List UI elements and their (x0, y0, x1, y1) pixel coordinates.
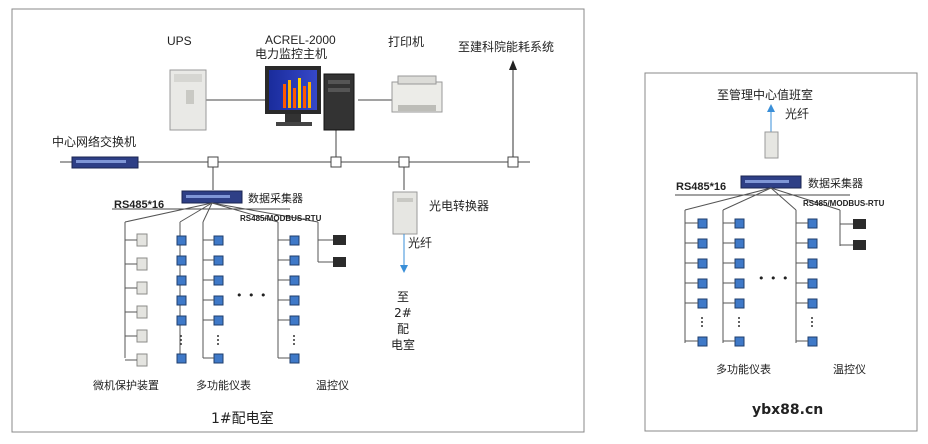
host-subtitle: 电力监控主机 (255, 47, 328, 61)
right-fiber-label: 光纤 (785, 107, 810, 121)
data-collector-icon (181, 190, 243, 204)
right-meter-ellipsis: • • • (758, 272, 790, 285)
right-meter-label: 多功能仪表 (716, 363, 771, 376)
room2-frame (644, 72, 918, 432)
right-rs485-count-label: RS485*16 (676, 181, 727, 193)
room1-title: 1#配电室 (211, 411, 274, 427)
ups-icon (169, 69, 207, 131)
to-room2-line1: 至 (396, 290, 409, 304)
to-room2-line3: 配 (396, 322, 409, 336)
fiber-label: 光纤 (408, 236, 433, 250)
protection-device-column (136, 233, 148, 367)
temp-controller-icon (333, 235, 346, 267)
management-center-label: 至管理中心值班室 (717, 88, 814, 102)
uplink-arrow-icon (509, 60, 517, 70)
rs485-count-label: RS485*16 (114, 199, 165, 211)
right-meter-column-c (807, 218, 818, 347)
to-room2-line2: 2# (394, 306, 412, 320)
room1-frame (11, 8, 585, 433)
right-temp-controller-icon (853, 219, 866, 250)
modbus-label: RS485/MODBUS-RTU (240, 214, 322, 223)
fiber-arrow-icon (400, 265, 408, 273)
right-temp-controller-label: 温控仪 (833, 363, 866, 376)
meter-ellipsis: • • • (236, 289, 268, 302)
watermark: ybx88.cn (752, 402, 824, 418)
data-collector-label: 数据采集器 (248, 192, 303, 205)
meter-column-a (176, 235, 187, 364)
host-title: ACREL-2000 (265, 33, 336, 47)
optical-converter-icon (392, 191, 418, 235)
right-converter-icon (764, 131, 779, 159)
host-monitor-icon (265, 66, 321, 126)
right-uplink-arrow-icon (767, 104, 775, 112)
printer-label: 打印机 (388, 35, 425, 49)
network-switch-label: 中心网络交换机 (52, 135, 137, 149)
host-tower-icon (323, 73, 355, 131)
right-data-collector-icon (740, 175, 802, 189)
printer-icon (391, 75, 443, 113)
right-meter-column-b (734, 218, 745, 347)
meter-label: 多功能仪表 (196, 379, 251, 392)
optical-converter-label: 光电转换器 (429, 199, 490, 213)
network-switch-icon (71, 156, 139, 169)
temp-controller-label: 温控仪 (316, 379, 349, 392)
ups-label: UPS (167, 34, 192, 48)
protection-device-label: 微机保护装置 (93, 379, 159, 392)
building-energy-label: 至建科院能耗系统 (458, 40, 555, 54)
right-modbus-label: RS485/MODBUS-RTU (803, 199, 885, 208)
to-room2-line4: 电室 (390, 338, 415, 352)
right-data-collector-label: 数据采集器 (808, 177, 863, 190)
right-meter-column-a (697, 218, 708, 347)
